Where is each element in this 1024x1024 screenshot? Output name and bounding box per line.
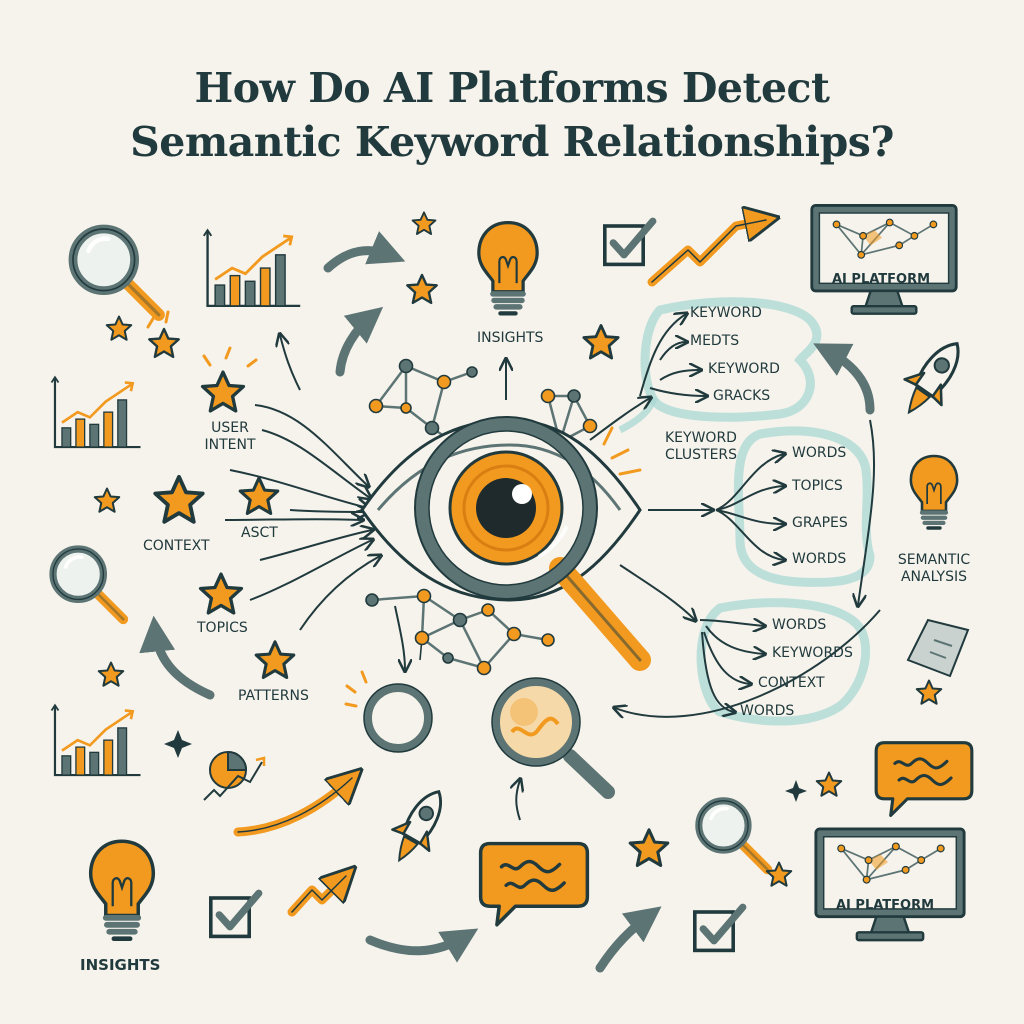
label-context: CONTEXT <box>143 538 210 554</box>
branch-bottom-item: KEYWORDS <box>772 645 853 661</box>
rocket-icon <box>379 779 459 873</box>
monitor-icon <box>810 203 958 316</box>
star-icon <box>582 324 620 360</box>
label-patterns: PATTERNS <box>238 688 309 704</box>
pie-chart-icon <box>203 750 266 801</box>
branch-middle-item: WORDS <box>792 445 847 461</box>
star-icon <box>105 315 133 341</box>
label-keyword-clusters: KEYWORD CLUSTERS <box>665 430 737 464</box>
label-user-intent: USER INTENT <box>200 420 260 454</box>
star-icon <box>200 370 246 413</box>
network-icon <box>368 358 598 448</box>
label-user-intent-line-2: INTENT <box>204 437 256 453</box>
branch-top-item: MEDTS <box>690 333 740 349</box>
label-semantic-analysis: SEMANTIC ANALYSIS <box>884 552 984 586</box>
network-icon <box>365 588 555 676</box>
branch-bottom-item: WORDS <box>740 703 795 719</box>
star-icon <box>198 572 244 615</box>
label-asct: ASCT <box>241 525 278 541</box>
star-icon <box>815 771 843 797</box>
magnifier-icon <box>699 801 768 870</box>
star-icon <box>915 679 943 705</box>
star-icon <box>254 640 296 680</box>
star-icon <box>153 474 205 524</box>
bar-chart-icon <box>50 375 142 449</box>
sparkle-icons <box>164 730 807 802</box>
label-user-intent-line-1: USER <box>211 420 249 436</box>
branch-middle-item: WORDS <box>792 551 847 567</box>
inflow-arrows <box>224 335 881 821</box>
branch-middle-item: TOPICS <box>792 478 843 494</box>
monitor-screen-label-top: AI PLATFORM <box>832 272 931 287</box>
branch-top-item: KEYWORD <box>690 305 762 321</box>
bar-chart-icon <box>50 703 142 777</box>
star-icon <box>628 828 670 868</box>
branch-bottom-item: CONTEXT <box>758 675 825 691</box>
star-icon <box>148 327 180 359</box>
branch-bottom-item: WORDS <box>772 617 827 633</box>
label-topics: TOPICS <box>197 620 248 636</box>
label-semantic-analysis-line-2: ANALYSIS <box>900 569 968 585</box>
magnifier-icon <box>73 229 159 315</box>
monitor-icon <box>814 827 966 942</box>
star-icon <box>97 661 125 687</box>
magnifier-icon <box>491 677 615 799</box>
monitor-screen-label-bottom: AI PLATFORM <box>836 898 935 913</box>
star-icon <box>406 273 438 305</box>
orange-arrow-outlines <box>237 219 767 913</box>
lightbulb-icon <box>91 841 154 938</box>
spark-lines <box>146 310 642 708</box>
checkbox-icon <box>211 893 259 936</box>
star-icon <box>411 211 437 235</box>
label-insights-bottom: INSIGHTS <box>80 956 161 974</box>
page-title-line-1: How Do AI Platforms Detect <box>194 64 830 112</box>
speech-bubble-icon <box>478 841 590 927</box>
branch-tree-top <box>639 314 706 396</box>
eye-icon <box>360 416 651 671</box>
speech-bubble-icon <box>874 741 974 818</box>
bar-chart-icon <box>202 228 302 308</box>
rocket-icon <box>888 329 978 427</box>
checkbox-icon <box>605 221 653 264</box>
branch-tree-middle <box>715 454 784 560</box>
note-icon <box>906 618 970 678</box>
branch-top-item: GRACKS <box>713 388 771 404</box>
slate-arrows <box>139 231 875 973</box>
page-title-line-2: Semantic Keyword Relationships? <box>130 118 894 166</box>
lens-ring-icon <box>363 683 433 753</box>
branch-tree-bottom <box>699 620 764 712</box>
label-keyword-clusters-line-1: KEYWORD <box>665 430 737 446</box>
star-icon <box>93 487 121 513</box>
label-insights-top: INSIGHTS <box>477 330 544 346</box>
checkbox-icon <box>695 907 743 950</box>
branch-middle-item: GRAPES <box>792 515 848 531</box>
label-semantic-analysis-line-1: SEMANTIC <box>897 552 971 568</box>
lightbulb-icon <box>479 223 537 314</box>
lightbulb-icon <box>911 456 957 528</box>
branch-top-item: KEYWORD <box>708 361 780 377</box>
magnifier-icon <box>53 549 123 619</box>
label-keyword-clusters-line-2: CLUSTERS <box>665 447 738 463</box>
star-icon <box>238 476 280 516</box>
